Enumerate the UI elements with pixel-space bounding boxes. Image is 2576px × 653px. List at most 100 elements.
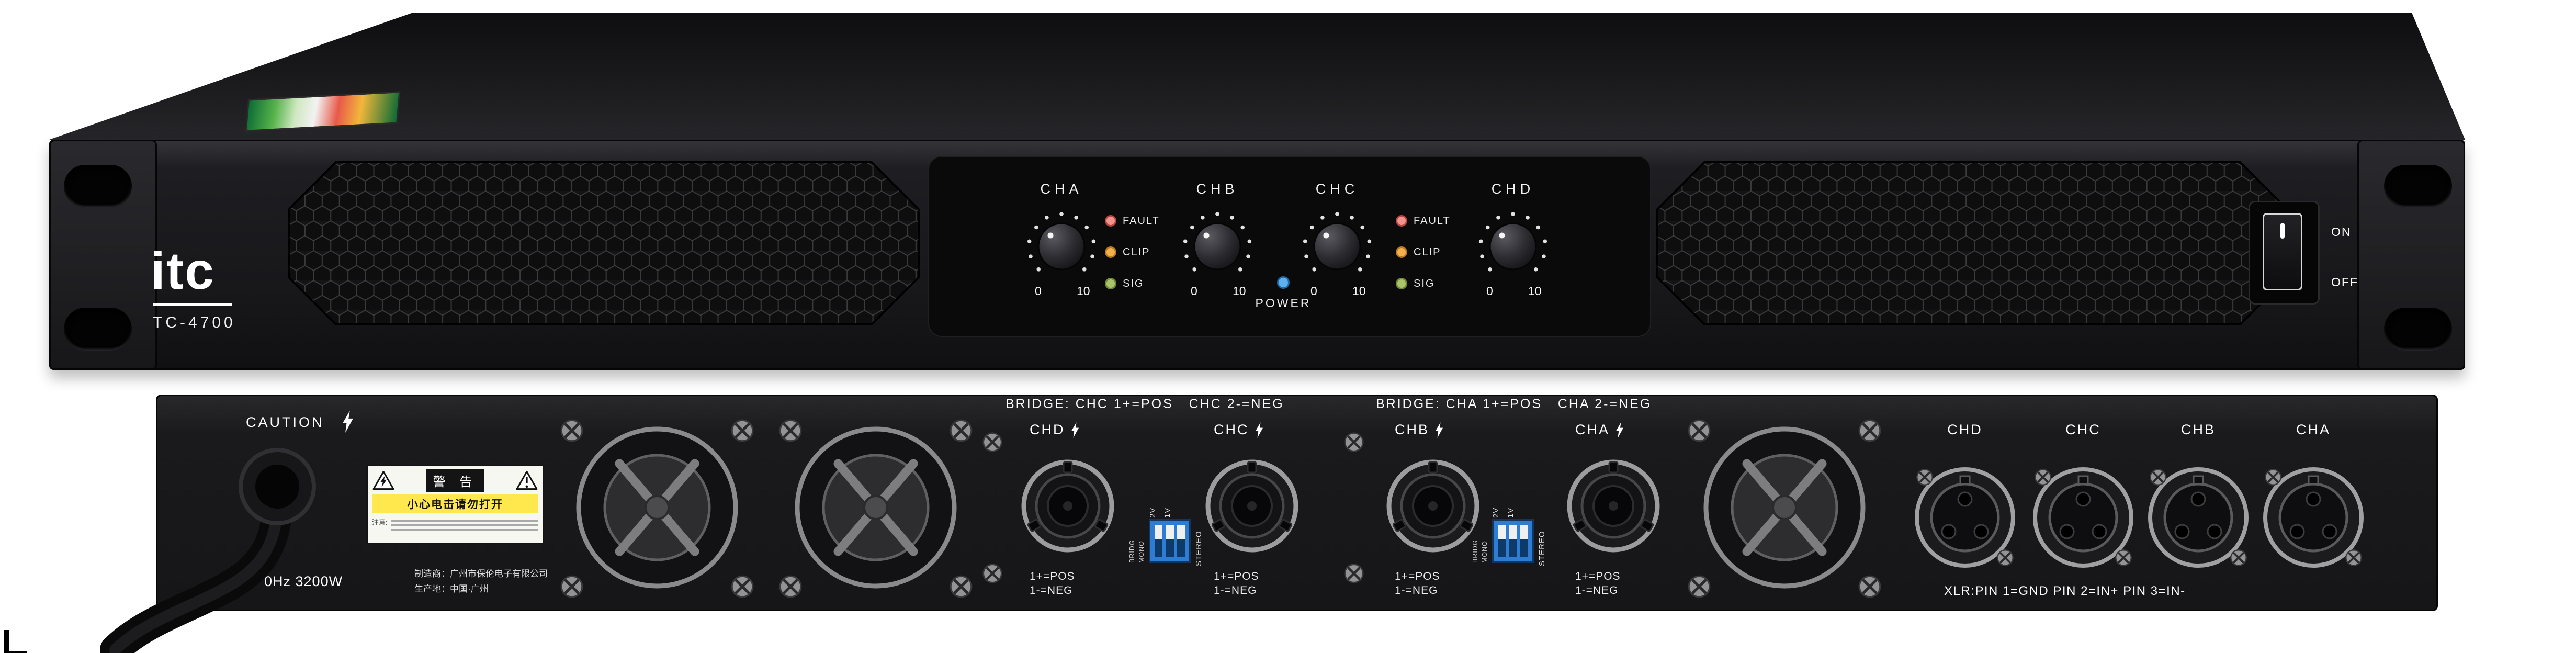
switch-on-label: ON	[2331, 225, 2352, 239]
xlr-connector-cha	[2258, 463, 2368, 572]
brand-underline	[153, 303, 232, 306]
speakon-channel-text: CHC	[1214, 422, 1249, 437]
polarity-pos: 1+=POS	[1395, 570, 1440, 582]
dip-toggle-handle[interactable]	[1509, 525, 1517, 539]
power-led	[1277, 276, 1290, 289]
signal-led-label: SIG	[1414, 277, 1435, 289]
dip-label-stereo: STEREO	[1194, 531, 1203, 566]
warning-subtitle: 小心电击请勿打开	[372, 494, 538, 513]
volume-knob-chc[interactable]	[1293, 202, 1382, 299]
lightning-icon	[1615, 422, 1624, 438]
speakon-polarity-chc: 1+=POS 1-=NEG	[1214, 569, 1303, 598]
polarity-neg: 1-=NEG	[1575, 584, 1619, 596]
power-switch-rocker[interactable]	[2263, 213, 2302, 290]
power-cord	[100, 448, 316, 653]
rack-ear-right	[2357, 140, 2465, 370]
dip-toggle-1[interactable]	[1498, 525, 1506, 557]
dip-label-bridg: BRIDG	[1472, 539, 1479, 563]
lightning-icon	[1434, 422, 1444, 438]
dip-toggle-3[interactable]	[1177, 525, 1185, 557]
speakon-polarity-chd: 1+=POS 1-=NEG	[1030, 569, 1118, 598]
polarity-neg: 1-=NEG	[1214, 584, 1257, 596]
signal-led	[1105, 278, 1116, 289]
manufacturer-info: 制造商：广州市保伦电子有限公司 生产地：中国·广州	[414, 566, 548, 596]
speakon-channel-text: CHD	[1030, 422, 1065, 437]
signal-led-label: SIG	[1123, 277, 1144, 289]
dip-switch-module-1: 2V 1V BRIDG MONO STEREO	[1125, 486, 1216, 577]
xlr-connector-chd	[1910, 463, 2020, 572]
dip-toggle-3[interactable]	[1520, 525, 1528, 557]
warning-sticker: 警 告 小心电击请勿打开 注意:	[366, 465, 544, 544]
led-row-sig: SIG	[1105, 268, 1199, 299]
dip-toggle-handle[interactable]	[1177, 525, 1185, 539]
signal-led	[1396, 278, 1407, 289]
rocker-on-mark	[2280, 223, 2285, 239]
dip-toggle-2[interactable]	[1509, 525, 1517, 557]
speakon-polarity-cha: 1+=POS 1-=NEG	[1575, 569, 1664, 598]
clip-led	[1396, 246, 1407, 258]
crop-artifact	[4, 630, 27, 653]
channel-label-chb: CHB	[1196, 181, 1239, 197]
bridge-label-left: BRIDGE: CHC 1+=POS CHC 2-=NEG	[1005, 397, 1284, 411]
warning-title: 警 告	[425, 469, 485, 492]
dip-label-bridg: BRIDG	[1128, 539, 1136, 563]
power-switch[interactable]	[2249, 201, 2320, 305]
power-rating-label: 0Hz 3200W	[264, 573, 343, 589]
volume-knob-cha[interactable]	[1017, 202, 1106, 299]
warning-triangle-exclamation-icon	[515, 470, 538, 490]
dip-toggle-handle[interactable]	[1520, 525, 1528, 539]
cooling-fan-1	[568, 419, 746, 596]
speakon-label-chc: CHC	[1214, 422, 1313, 438]
polarity-pos: 1+=POS	[1575, 570, 1621, 582]
speakon-label-chb: CHB	[1395, 422, 1494, 438]
speakon-channel-text: CHB	[1395, 422, 1430, 437]
switch-off-label: OFF	[2331, 275, 2358, 289]
dip-toggle-handle[interactable]	[1498, 525, 1506, 539]
speakon-channel-text: CHA	[1575, 422, 1610, 437]
dip-label-2v: 2V	[1148, 507, 1157, 518]
dip-toggle-1[interactable]	[1155, 525, 1163, 557]
clip-led	[1105, 246, 1116, 258]
fault-led-label: FAULT	[1414, 215, 1451, 227]
warning-sticker-header: 警 告	[372, 468, 538, 492]
brand-logo: itc	[151, 242, 215, 300]
dip-label-mono: MONO	[1481, 541, 1488, 563]
warning-note-prefix: 注意:	[372, 519, 388, 526]
channel-label-cha: CHA	[1040, 181, 1083, 197]
dip-toggle-2[interactable]	[1166, 525, 1174, 557]
cooling-fan-3	[1696, 419, 1873, 596]
power-label: POWER	[1255, 296, 1312, 310]
dip-label-1v: 1V	[1506, 507, 1515, 518]
led-row-fault: FAULT	[1396, 205, 1490, 237]
rack-mount-slot	[64, 165, 132, 208]
led-row-fault: FAULT	[1105, 205, 1199, 237]
caution-label: CAUTION	[246, 414, 324, 430]
speakon-connector-chd	[1015, 454, 1120, 558]
dip-toggle-handle[interactable]	[1166, 525, 1174, 539]
channel-label-chc: CHC	[1315, 181, 1359, 197]
dip-toggle-handle[interactable]	[1155, 525, 1163, 539]
dip-switch-body[interactable]	[1492, 519, 1534, 563]
rack-ear-left	[49, 140, 157, 370]
rack-mount-slot	[2384, 165, 2452, 208]
led-row-clip: CLIP	[1105, 237, 1199, 268]
speakon-connector-cha	[1561, 454, 1666, 558]
rack-mount-slot	[64, 308, 132, 351]
xlr-label-chb: CHB	[2180, 422, 2216, 437]
dip-switch-body[interactable]	[1149, 519, 1191, 563]
xlr-label-chc: CHC	[2065, 422, 2101, 437]
front-panel-top-face	[49, 13, 2465, 140]
polarity-pos: 1+=POS	[1030, 570, 1075, 582]
fault-led	[1396, 215, 1407, 227]
xlr-label-cha: CHA	[2296, 422, 2331, 437]
led-group-1: FAULT CLIP SIG	[1105, 205, 1199, 299]
fault-led	[1105, 215, 1116, 227]
dip-label-1v: 1V	[1163, 507, 1172, 518]
channel-label-chd: CHD	[1491, 181, 1535, 197]
xlr-pinout-label: XLR:PIN 1=GND PIN 2=IN+ PIN 3=IN-	[1944, 584, 2186, 598]
warning-fine-print-lines	[390, 517, 538, 534]
speakon-label-chd: CHD	[1030, 422, 1129, 438]
fault-led-label: FAULT	[1123, 215, 1160, 227]
model-number: TC-4700	[153, 314, 236, 331]
